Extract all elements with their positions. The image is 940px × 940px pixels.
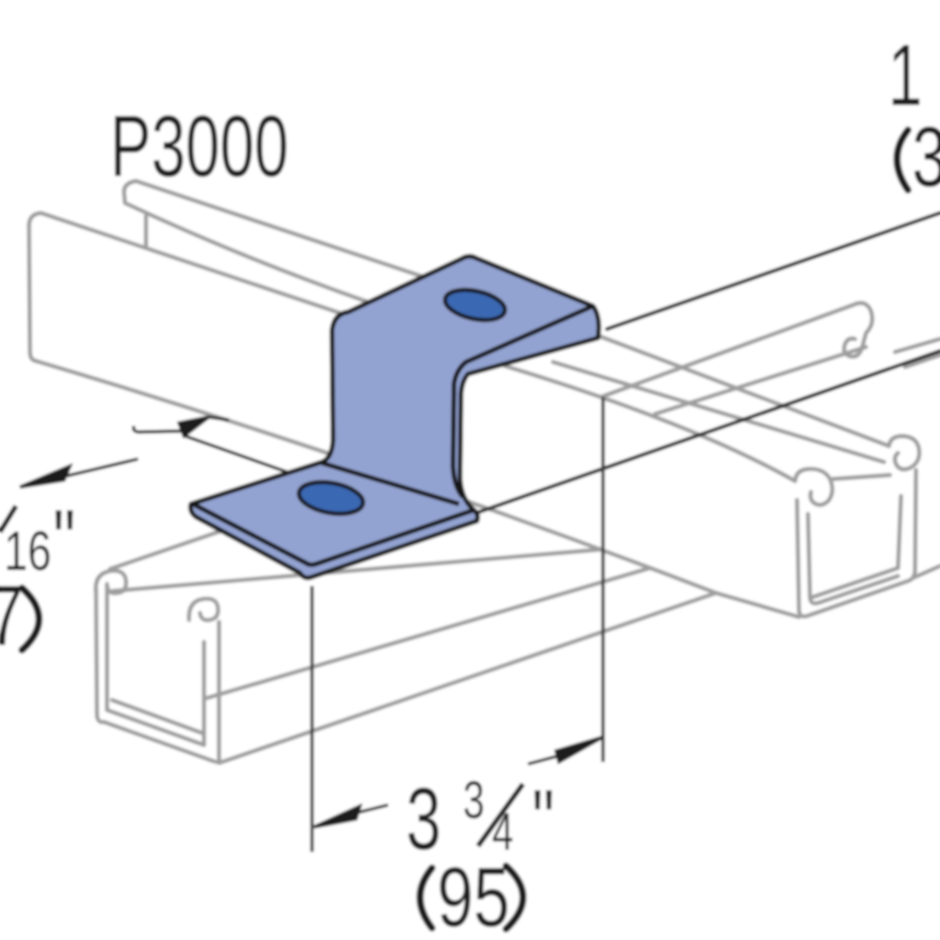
svg-text:33: 33 — [912, 109, 940, 204]
svg-text:1 5: 1 5 — [888, 27, 940, 124]
svg-text:7: 7 — [0, 568, 23, 663]
svg-text:16: 16 — [4, 519, 51, 582]
svg-text:": " — [532, 773, 554, 871]
svg-text:95: 95 — [437, 850, 510, 940]
svg-text:": " — [53, 493, 75, 591]
svg-text:3: 3 — [463, 770, 485, 829]
svg-text:3: 3 — [406, 771, 441, 869]
svg-text:P3000: P3000 — [110, 98, 289, 195]
